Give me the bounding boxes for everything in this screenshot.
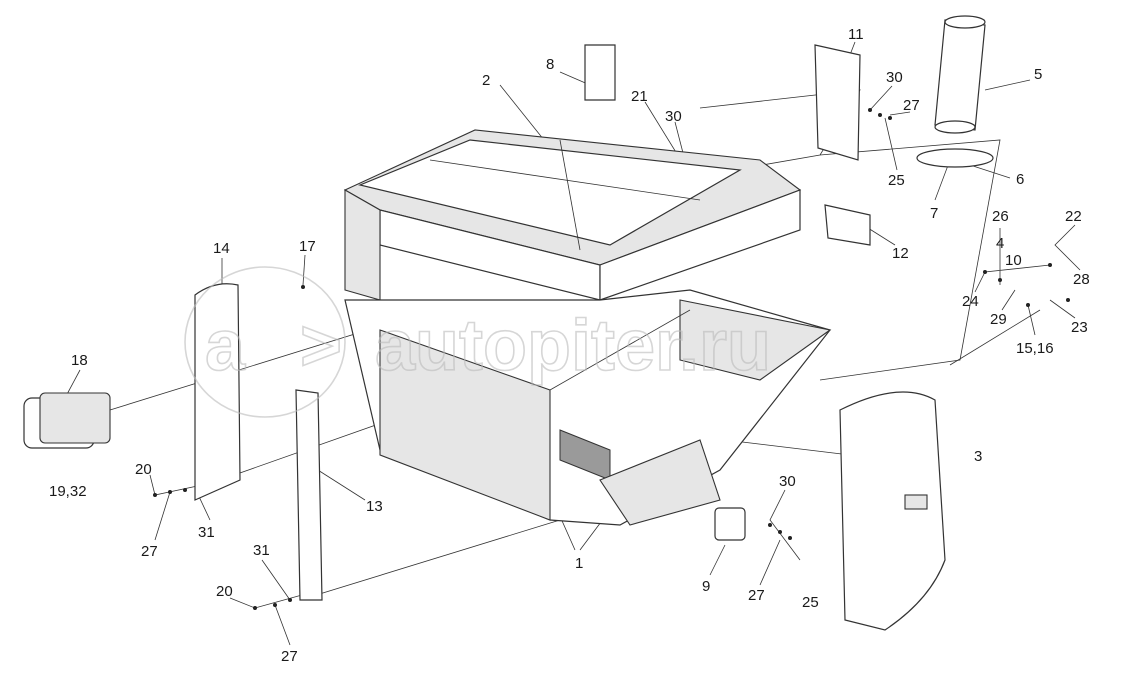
label-30b: 30: [665, 108, 682, 125]
part-9: [714, 507, 746, 541]
side-cover-part-3: [839, 391, 946, 631]
label-14: 14: [213, 240, 230, 257]
label-6: 6: [1016, 171, 1024, 188]
label-27b: 27: [141, 543, 158, 560]
label-15-16: 15,16: [1016, 340, 1054, 357]
main-frame-part-2: [343, 129, 802, 301]
label-10: 10: [1005, 252, 1022, 269]
panel-part-12: [824, 204, 871, 246]
label-31b: 31: [253, 542, 270, 559]
label-26: 26: [992, 208, 1009, 225]
label-5: 5: [1034, 66, 1042, 83]
label-13: 13: [366, 498, 383, 515]
label-29: 29: [990, 311, 1007, 328]
label-7: 7: [930, 205, 938, 222]
label-23: 23: [1071, 319, 1088, 336]
label-31a: 31: [198, 524, 215, 541]
ring-part-6: [916, 148, 994, 168]
label-30a: 30: [886, 69, 903, 86]
label-21: 21: [631, 88, 648, 105]
label-30c: 30: [779, 473, 796, 490]
panel-part-14: [194, 283, 241, 501]
label-28: 28: [1073, 271, 1090, 288]
label-4: 4: [996, 235, 1004, 252]
label-17: 17: [299, 238, 316, 255]
glass-part-18: [39, 392, 111, 444]
label-18: 18: [71, 352, 88, 369]
label-11: 11: [848, 26, 864, 43]
panel-part-13: [295, 389, 323, 601]
label-3: 3: [974, 448, 982, 465]
label-25b: 25: [802, 594, 819, 611]
label-27d: 27: [748, 587, 765, 604]
label-12: 12: [892, 245, 909, 262]
label-27c: 27: [281, 648, 298, 665]
label-2: 2: [482, 72, 490, 89]
label-19-32: 19,32: [49, 483, 87, 500]
label-8: 8: [546, 56, 554, 73]
svg-text:a: a: [205, 306, 246, 386]
watermark-logo: a > autopiter.ru: [184, 266, 772, 418]
label-1: 1: [575, 555, 583, 572]
svg-text:>: >: [300, 306, 342, 386]
callout-labels: 1 2 3 4 5 6 7 8 9 10 11 12 13 14 15,16 1…: [49, 26, 1090, 665]
cylinder-part-5: [934, 15, 986, 134]
label-20a: 20: [135, 461, 152, 478]
label-27a: 27: [903, 97, 920, 114]
label-25a: 25: [888, 172, 905, 189]
label-9: 9: [702, 578, 710, 595]
panel-part-11: [814, 44, 861, 161]
lower-body-part-1: [344, 289, 832, 526]
label-24: 24: [962, 293, 979, 310]
fastener-dots: [153, 108, 1070, 610]
label-20b: 20: [216, 583, 233, 600]
panel-part-8: [584, 44, 616, 101]
label-22: 22: [1065, 208, 1082, 225]
watermark-text: autopiter.ru: [375, 306, 771, 386]
